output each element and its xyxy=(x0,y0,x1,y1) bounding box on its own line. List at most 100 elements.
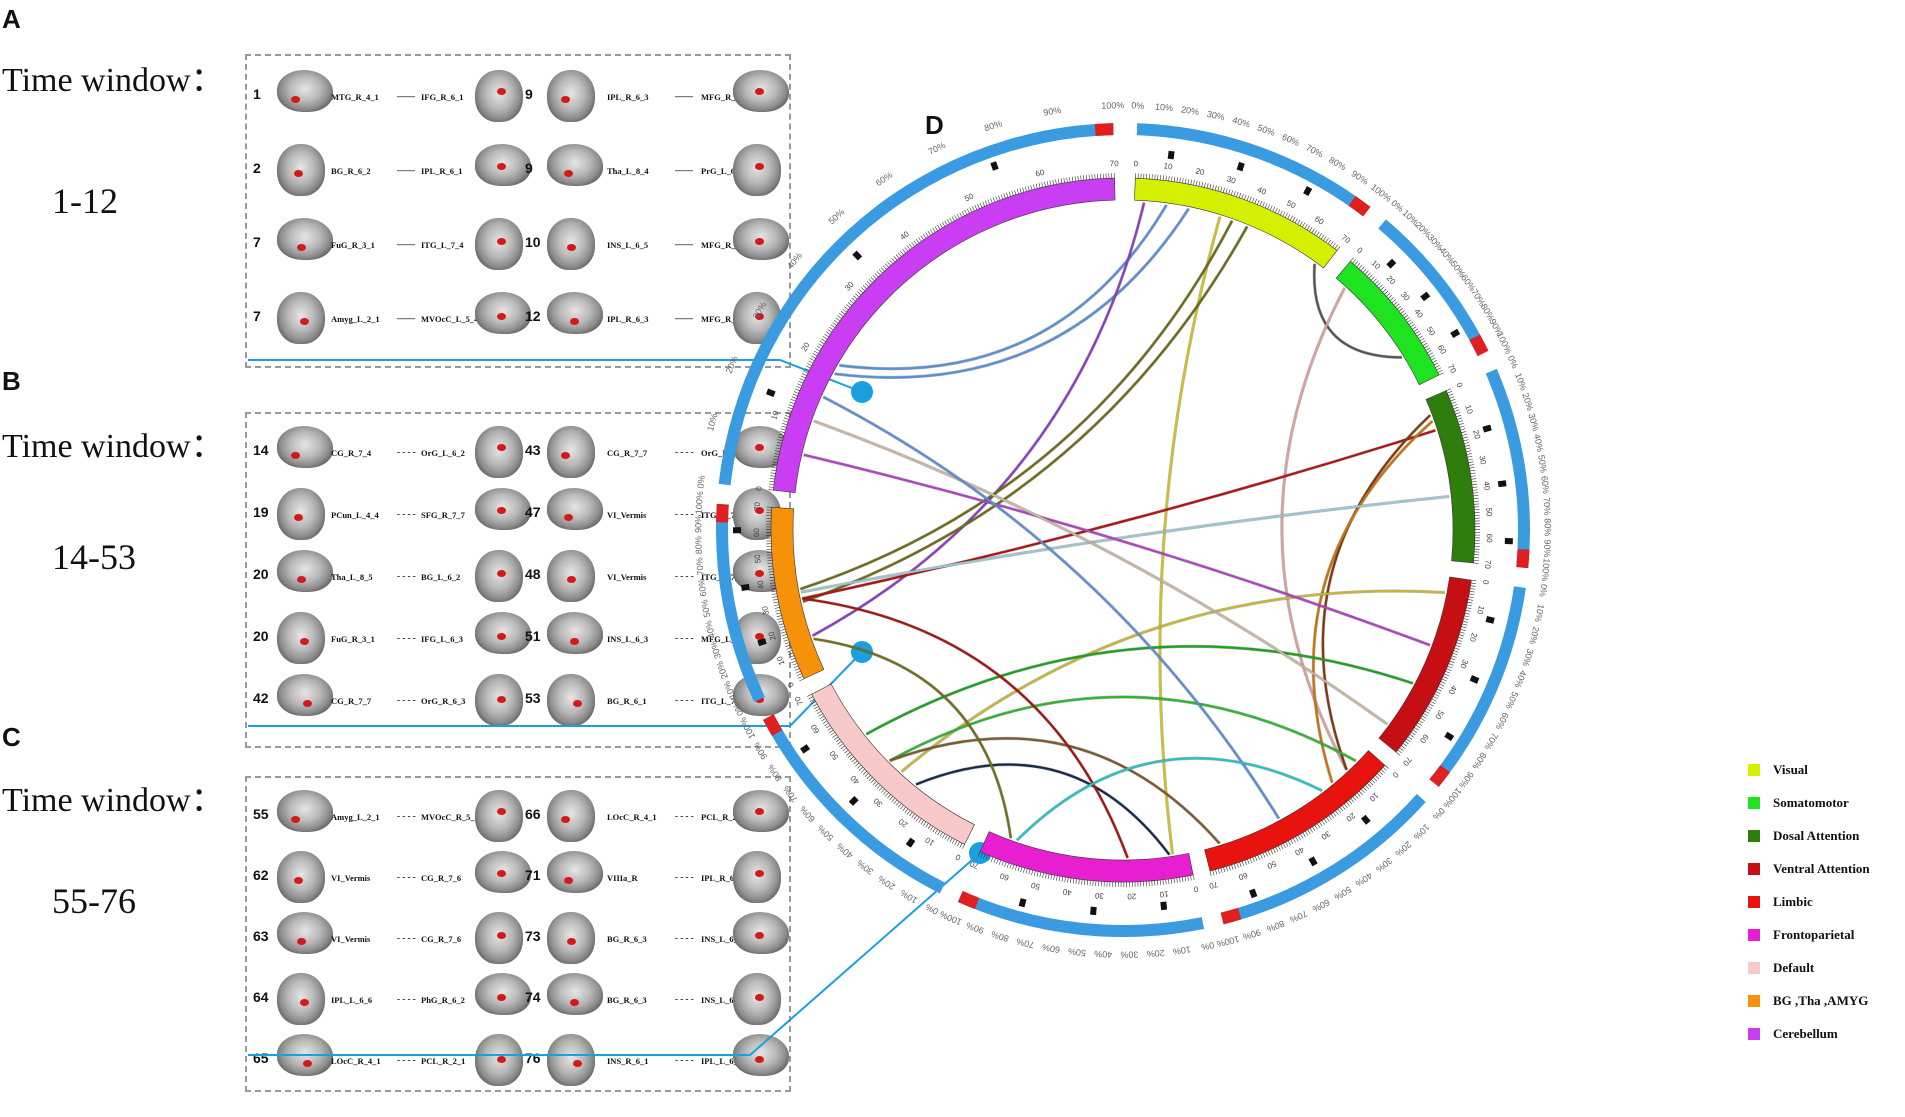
percentage-label: 20% xyxy=(724,354,740,374)
activation-spot xyxy=(564,170,573,177)
percentage-label: 80% xyxy=(693,536,704,554)
connection-dash: —— xyxy=(675,313,693,323)
region-right-label: ITG_L_7_5 xyxy=(701,696,744,706)
inner-tick-label: 30 xyxy=(1399,290,1412,303)
percentage-label: 100% xyxy=(738,716,758,741)
brain-right-image xyxy=(733,851,781,903)
region-left-label: IPL_L_6_6 xyxy=(331,995,373,1005)
brain-left-image xyxy=(547,912,595,964)
activation-spot xyxy=(570,999,579,1006)
network-ticks xyxy=(807,693,965,849)
percentage-label: 100% xyxy=(1216,934,1241,949)
region-right-label: OrG_R_6_3 xyxy=(421,696,466,706)
activation-spot xyxy=(567,576,576,583)
percentage-label: 100% xyxy=(1495,330,1514,355)
percentage-label: 0% xyxy=(1431,806,1447,822)
connection-chord xyxy=(802,597,1129,859)
connection-dash: —— xyxy=(675,239,693,249)
percentage-label: 0% xyxy=(924,902,940,917)
degree-bar xyxy=(1420,291,1431,302)
brain-right-image xyxy=(733,912,789,954)
region-left-label: INS_R_6_1 xyxy=(607,1056,649,1066)
percentage-label: 60% xyxy=(874,170,895,188)
degree-bar xyxy=(1485,616,1495,624)
percentage-label: 20% xyxy=(714,660,729,680)
connection-chord xyxy=(800,220,1234,591)
brain-right-image xyxy=(733,144,781,196)
activation-spot xyxy=(755,870,764,877)
percentage-label: 70% xyxy=(1288,908,1309,925)
connection-dash: - - - - xyxy=(675,994,694,1004)
legend-label: Limbic xyxy=(1773,894,1813,909)
percentage-label: 30% xyxy=(708,640,723,660)
inner-tick-label: 70 xyxy=(1401,755,1414,768)
connection-dash: - - - - xyxy=(397,1055,416,1065)
connection-chord xyxy=(800,495,1450,594)
activation-spot xyxy=(297,244,306,251)
inner-tick-label: 60 xyxy=(1313,214,1326,227)
inner-tick-label: 60 xyxy=(1485,534,1494,544)
connection-dash: - - - - xyxy=(397,872,416,882)
region-left-label: VI_Vermis xyxy=(331,873,371,883)
percentage-label: 70% xyxy=(694,557,706,576)
connection-index: 55 xyxy=(253,806,269,822)
percentage-label: 70% xyxy=(1304,142,1325,159)
connection-index: 2 xyxy=(253,160,261,176)
network-arc xyxy=(772,177,1116,493)
connection-dash: - - - - xyxy=(397,509,416,519)
band-end-marker xyxy=(1348,195,1371,217)
legend-label: Visual xyxy=(1773,762,1808,777)
connection-dash: - - - - xyxy=(675,811,694,821)
percentage-label: 60% xyxy=(798,804,817,824)
connection-index: 53 xyxy=(525,690,541,706)
region-left-label: CG_R_7_4 xyxy=(331,448,372,458)
connection-dash: —— xyxy=(675,165,693,175)
connection-index: 71 xyxy=(525,867,541,883)
region-right-label: INS_L_6_4 xyxy=(701,934,743,944)
percentage-label: 90% xyxy=(751,741,769,762)
percentage-label: 40% xyxy=(1094,949,1112,960)
connection-index: 43 xyxy=(525,442,541,458)
legend-swatch xyxy=(1748,764,1760,776)
network-arc xyxy=(1134,177,1338,269)
outer-percentage-band xyxy=(1220,793,1426,925)
inner-tick-label: 10 xyxy=(1463,404,1475,416)
activation-spot xyxy=(755,238,764,245)
connection-chord xyxy=(1312,420,1434,783)
brain-right-image xyxy=(475,1034,523,1086)
outer-percentage-band xyxy=(1136,123,1371,217)
legend-swatch xyxy=(1748,896,1760,908)
inner-tick-label: 0 xyxy=(754,485,764,491)
activation-spot xyxy=(497,444,506,451)
brain-left-image xyxy=(277,550,333,592)
connection-index: 42 xyxy=(253,690,269,706)
activation-spot xyxy=(561,96,570,103)
percentage-label: 20% xyxy=(1393,839,1413,858)
inner-tick-label: 50 xyxy=(1265,859,1277,871)
percentage-label: 10% xyxy=(1412,822,1432,842)
connection-index: 64 xyxy=(253,989,269,1005)
percentage-label: 0% xyxy=(731,701,746,717)
brain-left-image xyxy=(277,70,333,112)
connection-chord xyxy=(802,225,1249,603)
inner-tick-label: 20 xyxy=(767,630,778,642)
connection-dash: - - - - xyxy=(397,933,416,943)
inner-tick-label: 30 xyxy=(1458,658,1470,670)
connection-index: 7 xyxy=(253,234,261,250)
network-ticks xyxy=(1446,388,1481,564)
percentage-label: 0% xyxy=(1506,354,1520,370)
inner-tick-label: 70 xyxy=(1483,559,1493,569)
connection-index: 48 xyxy=(525,566,541,582)
activation-spot xyxy=(300,318,309,325)
percentage-label: 40% xyxy=(1231,115,1251,130)
inner-tick-label: 10 xyxy=(775,654,787,666)
activation-spot xyxy=(294,514,303,521)
region-left-label: Tha_L_8_5 xyxy=(331,572,373,582)
outer-percentage-band xyxy=(957,891,1205,937)
activation-spot xyxy=(497,570,506,577)
network-ticks xyxy=(977,851,1195,887)
percentage-label: 30% xyxy=(1527,412,1541,432)
